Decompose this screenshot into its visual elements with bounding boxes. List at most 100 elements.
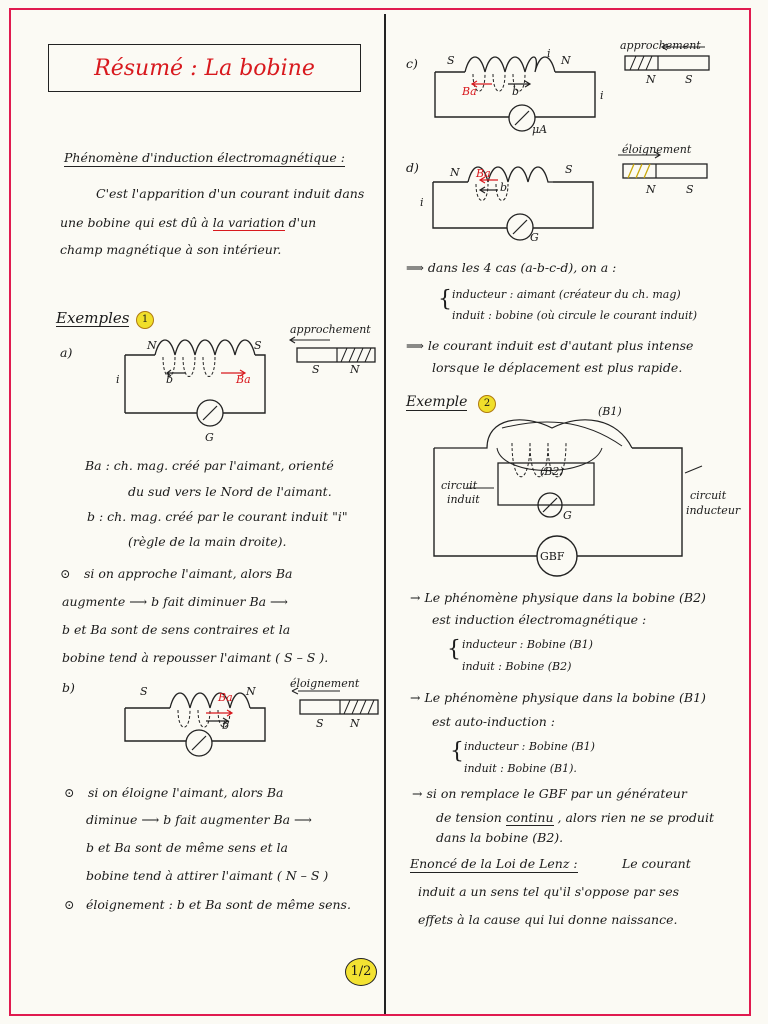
fig-b-left-pole: S bbox=[140, 685, 148, 698]
fig-a-magnet-n: N bbox=[350, 363, 360, 376]
fig-d-letter: d) bbox=[406, 160, 419, 175]
summary-line-5: lorsque le déplacement est plus rapide. bbox=[432, 360, 683, 375]
away-line-1: si on éloigne l'aimant, alors Ba bbox=[88, 785, 284, 800]
legend-line-1: Ba : ch. mag. créé par l'aimant, orienté bbox=[85, 458, 334, 473]
phen2-brace: { bbox=[450, 739, 464, 764]
definition-line-1: C'est l'apparition d'un courant induit d… bbox=[96, 186, 365, 201]
fig-b-right-pole: N bbox=[246, 685, 256, 698]
fig-c-meter: μA bbox=[532, 123, 548, 136]
page-border bbox=[9, 8, 751, 1016]
fig-a-left-pole: N bbox=[147, 339, 157, 352]
away-line-5: éloignement : b et Ba sont de même sens. bbox=[86, 897, 351, 912]
approach-line-3: b et Ba sont de sens contraires et la bbox=[62, 622, 291, 637]
replace-line-1: → si on remplace le GBF par un générateu… bbox=[412, 786, 687, 801]
fig-c-circuit bbox=[434, 43, 710, 132]
summary-line-4: ⟹ le courant induit est d'autant plus in… bbox=[406, 338, 694, 353]
fig-b-vector-ba: Ba bbox=[218, 691, 233, 704]
fig-d-vector-b: b bbox=[500, 181, 508, 194]
fig-d-magnet-n: N bbox=[646, 183, 656, 196]
page-title: Résumé : La bobine bbox=[94, 56, 315, 81]
fig-b-magnet-s: S bbox=[316, 717, 324, 730]
fig-c-current-top: i bbox=[547, 47, 551, 60]
fig-b-magnet-n: N bbox=[350, 717, 360, 730]
fig-c-current-side: i bbox=[600, 89, 604, 102]
replace-line-2: de tension continu , alors rien ne se pr… bbox=[436, 810, 714, 826]
approach-line-4: bobine tend à repousser l'aimant ( S – S… bbox=[62, 650, 329, 665]
fig-c-vector-b: b bbox=[512, 85, 520, 98]
fig-b-action-label: éloignement bbox=[290, 677, 360, 690]
phen1-line-3: inducteur : Bobine (B1) bbox=[462, 638, 593, 651]
fig-a-vector-ba: Ba bbox=[236, 373, 251, 386]
fig-a-right-pole: S bbox=[254, 339, 262, 352]
page-number: 1/2 bbox=[345, 958, 377, 986]
fig-d-right-pole: S bbox=[565, 163, 573, 176]
approach-line-1: si on approche l'aimant, alors Ba bbox=[84, 566, 293, 581]
phen2-line-4: induit : Bobine (B1). bbox=[464, 762, 577, 775]
bullet-circle-3: ⊙ bbox=[64, 897, 75, 912]
fig-c-letter: c) bbox=[406, 56, 418, 71]
fig-c-left-pole: S bbox=[447, 54, 455, 67]
fig-b-circuit bbox=[124, 687, 379, 757]
fig-d-magnet-s: S bbox=[686, 183, 694, 196]
fig-c-vector-ba: Ba bbox=[462, 85, 477, 98]
example2-badge: 2 bbox=[478, 395, 496, 413]
legend-line-2: du sud vers le Nord de l'aimant. bbox=[128, 484, 332, 499]
fig-d-meter: G bbox=[530, 231, 539, 244]
away-line-2: diminue ⟶ b fait augmenter Ba ⟶ bbox=[86, 812, 312, 827]
lenz-line-2: induit a un sens tel qu'il s'oppose par … bbox=[418, 884, 680, 899]
phen1-line-4: induit : Bobine (B2) bbox=[462, 660, 572, 673]
fig-a-action-label: approchement bbox=[290, 323, 371, 336]
fig-c-right-pole: N bbox=[561, 54, 571, 67]
fig-e-meter: G bbox=[563, 509, 572, 522]
fig-d-action-label: éloignement bbox=[622, 143, 692, 156]
replace-text-b: , alors rien ne se produit bbox=[557, 810, 714, 825]
definition-highlight: la variation bbox=[212, 215, 285, 231]
summary-line-2: inducteur : aimant (créateur du ch. mag) bbox=[452, 288, 681, 301]
summary-line-1: ⟹ dans les 4 cas (a-b-c-d), on a : bbox=[406, 260, 617, 275]
fig-c-action-label: approchement bbox=[620, 39, 701, 52]
fig-e-b2: (B2) bbox=[540, 465, 564, 478]
away-line-3: b et Ba sont de même sens et la bbox=[86, 840, 288, 855]
fig-e-induced-2: induit bbox=[447, 493, 480, 506]
column-divider bbox=[384, 14, 386, 1014]
fig-d-current: i bbox=[420, 196, 424, 209]
phen1-line-1: → Le phénomène physique dans la bobine (… bbox=[410, 590, 706, 605]
summary-line-3: induit : bobine (où circule le courant i… bbox=[452, 309, 698, 322]
phen2-line-3: inducteur : Bobine (B1) bbox=[464, 740, 595, 753]
fig-e-generator: GBF bbox=[540, 550, 565, 563]
fig-a-meter: G bbox=[205, 431, 214, 444]
fig-a-magnet-s: S bbox=[312, 363, 320, 376]
fig-c-magnet-s: S bbox=[685, 73, 693, 86]
lenz-line-1: Le courant bbox=[622, 856, 691, 871]
fig-e-circuit bbox=[433, 419, 703, 577]
lenz-line-3: effets à la cause qui lui donne naissanc… bbox=[418, 912, 678, 927]
definition-text-b: d'un bbox=[288, 215, 317, 230]
fig-e-induced-1: circuit bbox=[441, 479, 478, 492]
bullet-circle-2: ⊙ bbox=[64, 785, 75, 800]
examples-badge: 1 bbox=[136, 311, 154, 329]
fig-e-inductor-2: inducteur bbox=[686, 504, 741, 517]
fig-d-circuit bbox=[432, 151, 708, 241]
fig-e-inductor-1: circuit bbox=[690, 489, 727, 502]
fig-b-vector-b: b bbox=[222, 719, 230, 732]
fig-c-magnet-n: N bbox=[646, 73, 656, 86]
phen2-line-1: → Le phénomène physique dans la bobine (… bbox=[410, 690, 706, 705]
away-line-4: bobine tend à attirer l'aimant ( N – S ) bbox=[86, 868, 329, 883]
fig-e-b1: (B1) bbox=[598, 405, 622, 418]
phen2-line-2: est auto-induction : bbox=[432, 714, 555, 729]
bullet-circle-1: ⊙ bbox=[60, 566, 71, 581]
approach-line-2: augmente ⟶ b fait diminuer Ba ⟶ bbox=[62, 594, 288, 609]
title-box: Résumé : La bobine bbox=[48, 44, 361, 92]
fig-a-circuit bbox=[124, 336, 376, 427]
definition-line-3: champ magnétique à son intérieur. bbox=[60, 242, 282, 257]
replace-text-a: de tension bbox=[436, 810, 502, 825]
definition-text-a: une bobine qui est dû à bbox=[60, 215, 209, 230]
fig-a-vector-b: b bbox=[166, 373, 174, 386]
example2-heading: Exemple bbox=[406, 394, 468, 411]
summary-brace: { bbox=[438, 287, 452, 312]
fig-a-letter: a) bbox=[60, 345, 73, 360]
examples-heading: Exemples bbox=[56, 309, 130, 327]
fig-d-vector-ba: Ba bbox=[476, 167, 491, 180]
fig-b-letter: b) bbox=[62, 680, 75, 695]
